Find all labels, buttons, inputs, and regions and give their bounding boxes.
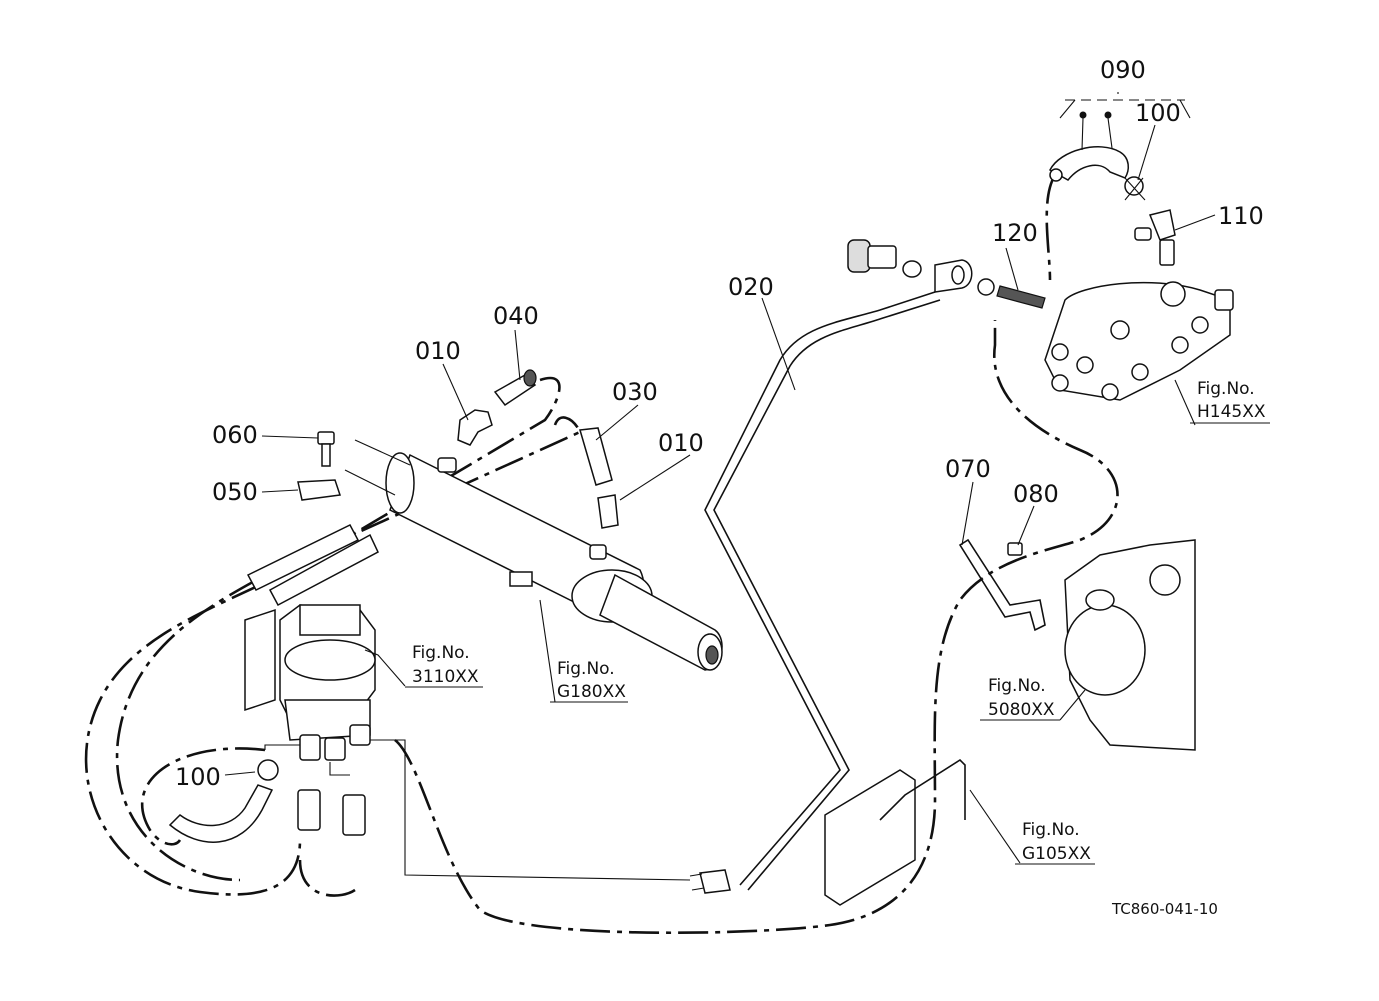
label-060: 060	[212, 421, 258, 449]
bracket-g105	[824, 758, 966, 906]
label-020: 020	[728, 273, 774, 301]
label-050: 050	[212, 478, 258, 506]
figure-reference-g180: Fig.No. G180XX	[550, 659, 628, 703]
fig-code-g105: G105XX	[1022, 844, 1091, 864]
label-010-b: 010	[658, 429, 704, 457]
fig-prefix-5080: Fig.No.	[988, 676, 1046, 696]
figure-reference-h145: Fig.No. H145XX	[1190, 379, 1270, 424]
label-110: 110	[1218, 202, 1264, 230]
hydraulic-cylinder-g180	[344, 439, 723, 671]
steel-pipe-020	[689, 291, 941, 894]
banjo-fitting-assembly	[847, 239, 1046, 309]
label-100-a: 100	[1135, 99, 1181, 127]
fig-prefix-g105: Fig.No.	[1022, 820, 1080, 840]
bracket-070	[958, 538, 1046, 632]
fittings-010-030-040	[457, 369, 619, 529]
label-100-b: 100	[175, 763, 221, 791]
fig-code-h145: H145XX	[1197, 402, 1266, 422]
fig-code-3110: 3110XX	[412, 667, 479, 687]
hose-lines	[84, 174, 1119, 935]
fig-code-g180: G180XX	[557, 682, 626, 702]
hose-090-assembly	[1049, 146, 1176, 266]
leader-lines	[224, 92, 1216, 864]
hose-bundle	[246, 431, 379, 607]
fig-prefix-3110: Fig.No.	[412, 643, 470, 663]
label-090: 090	[1100, 56, 1146, 84]
label-070: 070	[945, 455, 991, 483]
figure-reference-5080: Fig.No. 5080XX	[980, 676, 1060, 721]
fig-prefix-g180: Fig.No.	[557, 659, 615, 679]
fig-prefix-h145: Fig.No.	[1197, 379, 1255, 399]
label-010-a: 010	[415, 337, 461, 365]
label-120: 120	[992, 219, 1038, 247]
label-030: 030	[612, 378, 658, 406]
label-080: 080	[1013, 480, 1059, 508]
fig-code-5080: 5080XX	[988, 700, 1055, 720]
label-040: 040	[493, 302, 539, 330]
part-number-labels: 010 010 020 030 040 050 060 070 080 090 …	[175, 56, 1264, 791]
drawing-code: TC860-041-10	[1111, 900, 1218, 918]
steering-valve-h145	[1044, 281, 1234, 401]
figure-reference-3110: Fig.No. 3110XX	[405, 643, 483, 688]
figure-reference-g105: Fig.No. G105XX	[1015, 820, 1095, 865]
steering-unit-3110	[168, 604, 691, 881]
engine-5080	[1064, 539, 1196, 751]
